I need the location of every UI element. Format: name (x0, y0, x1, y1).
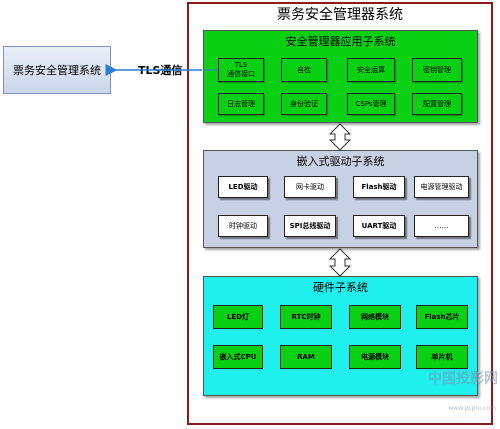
driver-module: 电源管理驱动 (414, 176, 469, 198)
driver-module: LED驱动 (218, 176, 268, 198)
app-module: 身份验证 (281, 93, 327, 115)
app-module: 日志管理 (218, 93, 264, 115)
hardware-module: RTC时钟 (280, 305, 332, 329)
hardware-module: 电源模块 (349, 345, 401, 369)
app-subsystem-panel: 安全管理器应用子系统 TLS 通信接口 自检 安全运算 密钥管理 日志管理 身份… (203, 30, 478, 123)
app-module: 密钥管理 (412, 58, 462, 82)
app-module: TLS 通信接口 (218, 58, 264, 82)
hardware-module: RAM (280, 345, 332, 369)
double-arrow-app-driver (328, 123, 352, 151)
hardware-module: 单片机 (416, 345, 468, 369)
driver-module: …… (414, 215, 469, 237)
driver-subsystem-panel: 嵌入式驱动子系统 LED驱动 网卡驱动 Flash驱动 电源管理驱动 时钟驱动 … (203, 150, 478, 248)
hardware-subsystem-panel: 硬件子系统 LED灯 RTC时钟 网络模块 Flash芯片 嵌入式CPU RAM… (203, 276, 478, 396)
hardware-subsystem-title: 硬件子系统 (313, 281, 368, 294)
driver-module: UART驱动 (353, 215, 405, 237)
system-title: 票务安全管理器系统 (277, 7, 403, 23)
driver-module: SPI总线驱动 (284, 215, 336, 237)
app-module: 自检 (281, 58, 327, 82)
app-module: CSPs管理 (347, 93, 395, 115)
driver-module: Flash驱动 (353, 176, 405, 198)
driver-module: 网卡驱动 (284, 176, 336, 198)
watermark-text: 中国投影网 (428, 371, 498, 387)
double-arrow-driver-hardware (328, 248, 352, 277)
hardware-module: 嵌入式CPU (213, 345, 263, 369)
external-system-box: 票务安全管理系统 (3, 46, 111, 94)
app-subsystem-title: 安全管理器应用子系统 (285, 35, 396, 48)
driver-subsystem-title: 嵌入式驱动子系统 (296, 155, 385, 168)
hardware-module: Flash芯片 (416, 305, 468, 329)
driver-module: 时钟驱动 (218, 215, 268, 237)
hardware-module: 网络模块 (349, 305, 401, 329)
app-module: 配置管理 (412, 93, 462, 115)
hardware-module: LED灯 (213, 305, 263, 329)
watermark-url: www.pcpro.com (448, 405, 496, 412)
app-module: 安全运算 (347, 58, 395, 82)
